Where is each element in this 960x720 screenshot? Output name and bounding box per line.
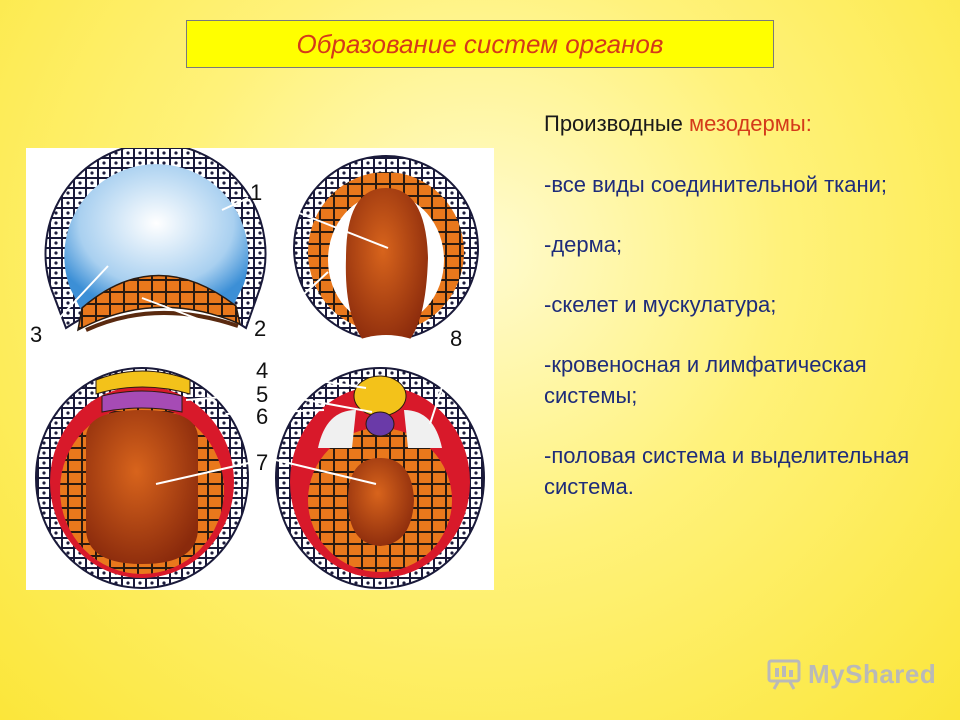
stage-neurula-early [35, 367, 249, 589]
pointer-lines [49, 197, 457, 485]
slide-title: Образование систем органов [296, 28, 664, 59]
watermark-logo: MyShared [766, 654, 936, 694]
list-item: -кровеносная и лимфатическая системы; [544, 352, 867, 408]
title-box: Образование систем органов [186, 20, 774, 68]
heading: Производные мезодермы: [544, 108, 944, 139]
embryo-figure: 1 2 3 4 5 6 7 8 [26, 142, 494, 590]
label-3: 3 [30, 322, 42, 347]
stage-blastula [44, 142, 267, 332]
embryo-diagram: 1 2 3 4 5 6 7 8 [30, 142, 485, 589]
list-item: -дерма; [544, 232, 623, 257]
label-4: 4 [256, 358, 268, 383]
heading-accent: мезодермы: [689, 111, 812, 136]
label-7: 7 [256, 450, 268, 475]
list-item: -половая система и выделительная система… [544, 443, 910, 499]
label-6: 6 [256, 404, 268, 429]
stage-neurula-late [275, 367, 485, 589]
presentation-board-icon [767, 659, 801, 690]
label-2: 2 [254, 316, 266, 341]
watermark-text: MyShared [808, 658, 937, 689]
heading-prefix: Производные [544, 111, 689, 136]
list-item: -скелет и мускулатура; [544, 292, 777, 317]
label-1: 1 [250, 180, 262, 205]
stage-gastrula [293, 155, 479, 358]
label-5: 5 [256, 382, 268, 407]
label-8: 8 [450, 326, 462, 351]
text-block: Производные мезодермы: -все виды соедини… [544, 108, 944, 502]
list-item: -все виды соединительной ткани; [544, 172, 888, 197]
